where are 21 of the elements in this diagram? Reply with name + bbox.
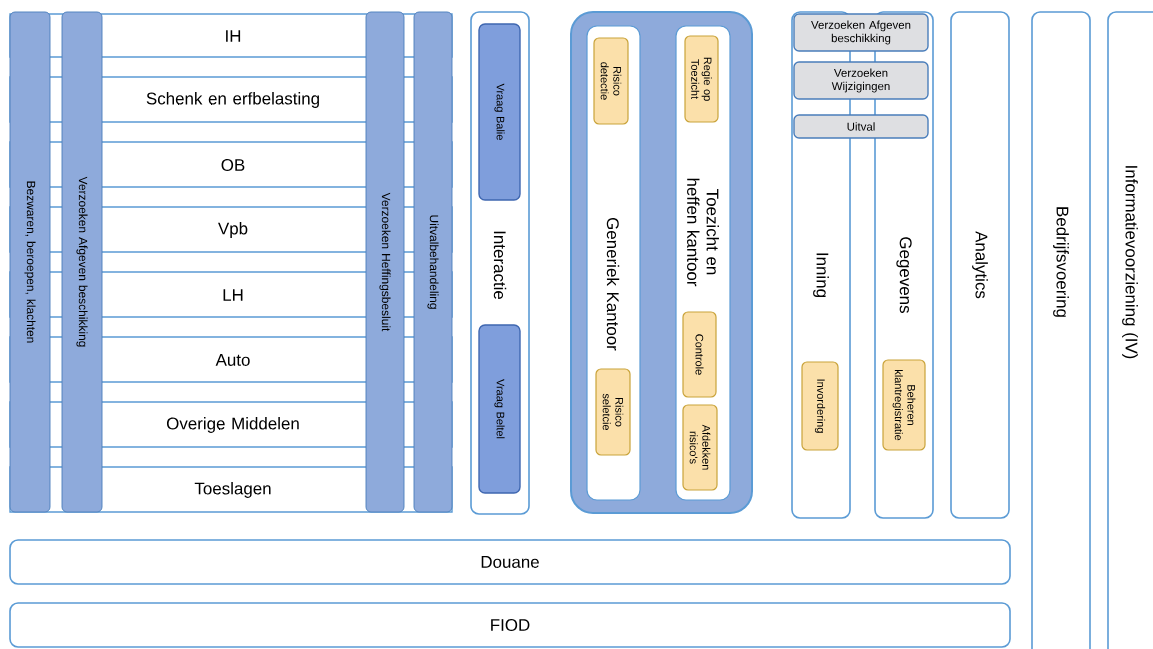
vertical-band: Verzoeken Afgeven beschikking bbox=[61, 11, 103, 513]
process-box: Beheren klantregistratie bbox=[882, 359, 926, 451]
process-box: Risico seletcie bbox=[595, 368, 631, 456]
channel-box: Vraag Balie bbox=[478, 23, 521, 201]
process-box: Invordering bbox=[801, 361, 839, 451]
process-box: Risico detectie bbox=[593, 37, 629, 125]
process-box: Verzoeken Afgeven beschikking bbox=[793, 13, 929, 52]
column-panel: Analytics bbox=[950, 11, 1010, 519]
vertical-band: Bezwaren, beroepen, klachten bbox=[9, 11, 51, 513]
column-panel: Informatievoorziening (IV) bbox=[1107, 11, 1153, 649]
channel-box: Vraag Beltel bbox=[478, 324, 521, 494]
column-panel: Douane bbox=[9, 539, 1011, 585]
column-panel: FIOD bbox=[9, 602, 1011, 648]
process-box: Regie op Toezicht bbox=[684, 35, 719, 123]
process-box: Uitval bbox=[793, 114, 929, 139]
column-panel: Bedrijfsvoering bbox=[1031, 11, 1091, 649]
process-box: Controle bbox=[682, 311, 717, 398]
process-box: Verzoeken Wijzigingen bbox=[793, 61, 929, 100]
vertical-band: Verzoeken Heffingsbesluit bbox=[365, 11, 405, 513]
process-box: Afdekken risico's bbox=[682, 404, 718, 491]
vertical-band: Uitvalbehandeling bbox=[413, 11, 453, 513]
